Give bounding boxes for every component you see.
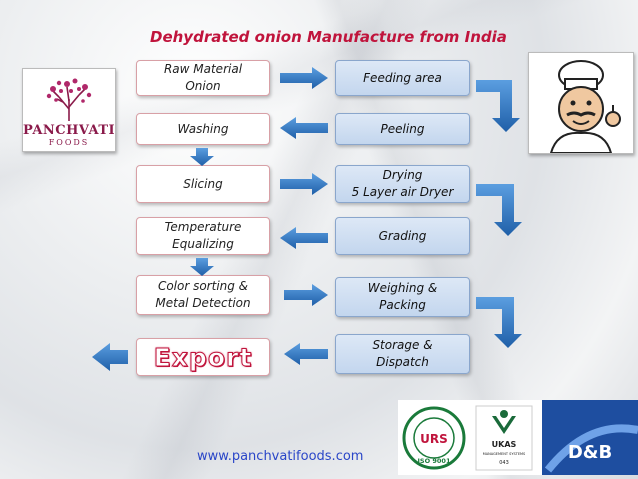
website-link[interactable]: www.panchvatifoods.com xyxy=(197,449,364,464)
tree-icon xyxy=(46,78,92,121)
arrow-bend-2 xyxy=(476,184,522,236)
step-grading: Grading xyxy=(335,217,470,255)
step-raw-material: Raw Material Onion xyxy=(136,60,270,96)
arrow-left-3 xyxy=(284,343,328,365)
export-label: Export xyxy=(153,342,253,372)
certification-logos: URS ISO 9001 UKAS MANAGEMENT SYSTEMS 043… xyxy=(398,400,638,475)
arrow-left-2 xyxy=(280,227,328,249)
logo-brand: PANCHVATI xyxy=(23,123,116,138)
step-temperature-equalizing: Temperature Equalizing xyxy=(136,217,270,255)
svg-text:043: 043 xyxy=(499,460,509,466)
arrow-bend-3 xyxy=(476,297,522,348)
panchvati-logo: PANCHVATI FOODS xyxy=(22,68,116,152)
ukas-logo: UKAS MANAGEMENT SYSTEMS 043 xyxy=(475,405,533,471)
arrow-left-export xyxy=(92,343,128,371)
arrow-down-1 xyxy=(190,148,214,166)
arrow-left-1 xyxy=(280,117,328,139)
logo-sub: FOODS xyxy=(48,138,90,147)
svg-text:MANAGEMENT SYSTEMS: MANAGEMENT SYSTEMS xyxy=(483,452,526,456)
svg-text:D&B: D&B xyxy=(568,442,612,463)
urs-iso-logo: URS ISO 9001 xyxy=(402,406,466,470)
arrow-right-3 xyxy=(284,284,328,306)
dnb-logo: D&B xyxy=(542,400,638,475)
step-washing: Washing xyxy=(136,113,270,145)
step-peeling: Peeling xyxy=(335,113,470,145)
svg-text:URS: URS xyxy=(420,432,448,446)
svg-text:ISO 9001: ISO 9001 xyxy=(418,457,451,465)
page-title: Dehydrated onion Manufacture from India xyxy=(150,28,507,46)
step-storage-dispatch: Storage & Dispatch xyxy=(335,334,470,374)
arrow-right-2 xyxy=(280,173,328,195)
step-weighing-packing: Weighing & Packing xyxy=(335,277,470,317)
step-drying: Drying 5 Layer air Dryer xyxy=(335,165,470,203)
step-slicing: Slicing xyxy=(136,165,270,203)
step-color-sorting: Color sorting & Metal Detection xyxy=(136,275,270,315)
arrow-bend-1 xyxy=(476,80,520,132)
svg-text:UKAS: UKAS xyxy=(492,440,517,449)
arrow-right-1 xyxy=(280,67,328,89)
step-export: Export xyxy=(136,338,270,376)
step-feeding-area: Feeding area xyxy=(335,60,470,96)
chef-illustration xyxy=(528,52,634,154)
arrow-down-2 xyxy=(190,258,214,276)
